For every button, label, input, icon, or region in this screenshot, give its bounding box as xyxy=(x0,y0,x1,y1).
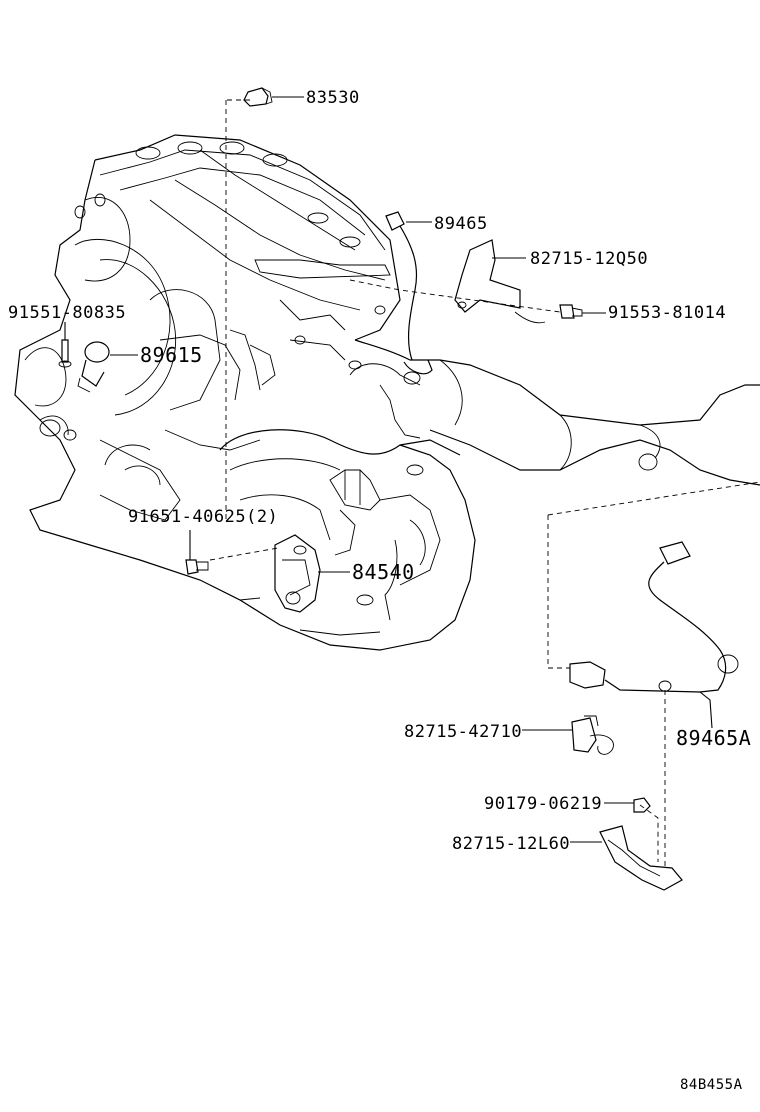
part-82715-42710-icon[interactable] xyxy=(571,715,614,755)
label-90179-06219: 90179-06219 xyxy=(484,794,602,814)
callout-labels: 83530 89465 82715-12Q50 91553-81014 9155… xyxy=(8,88,751,1093)
label-82715-12q50: 82715-12Q50 xyxy=(530,249,648,269)
part-82715-12q50-icon[interactable] xyxy=(454,239,546,324)
label-91551-80835: 91551-80835 xyxy=(8,303,126,323)
label-91651-40625: 91651-40625(2) xyxy=(128,507,278,527)
part-89615-icon[interactable] xyxy=(77,341,110,393)
illustration-id: 84B455A xyxy=(680,1077,743,1093)
label-82715-12l60: 82715-12L60 xyxy=(452,834,570,854)
label-89615: 89615 xyxy=(140,343,203,367)
part-82715-12l60-icon[interactable] xyxy=(599,825,683,891)
part-83530-icon[interactable] xyxy=(243,87,273,107)
leader-lines xyxy=(64,96,713,843)
part-84540-icon[interactable] xyxy=(274,534,321,613)
label-89465a: 89465A xyxy=(676,726,751,750)
part-91551-80835-icon[interactable] xyxy=(58,339,72,368)
label-83530: 83530 xyxy=(306,88,360,108)
part-91651-40625-icon[interactable] xyxy=(185,559,209,575)
part-89465a-icon[interactable] xyxy=(569,541,739,693)
engine-transaxle-drawing xyxy=(14,134,760,651)
label-89465: 89465 xyxy=(434,214,488,234)
part-91553-81014-icon[interactable] xyxy=(559,304,583,319)
reference-dashed-lines xyxy=(209,99,760,870)
label-91553-81014: 91553-81014 xyxy=(608,303,726,323)
part-90179-06219-icon[interactable] xyxy=(633,797,651,813)
part-89465-icon[interactable] xyxy=(385,211,433,385)
label-84540: 84540 xyxy=(352,560,415,584)
label-82715-42710: 82715-42710 xyxy=(404,722,522,742)
